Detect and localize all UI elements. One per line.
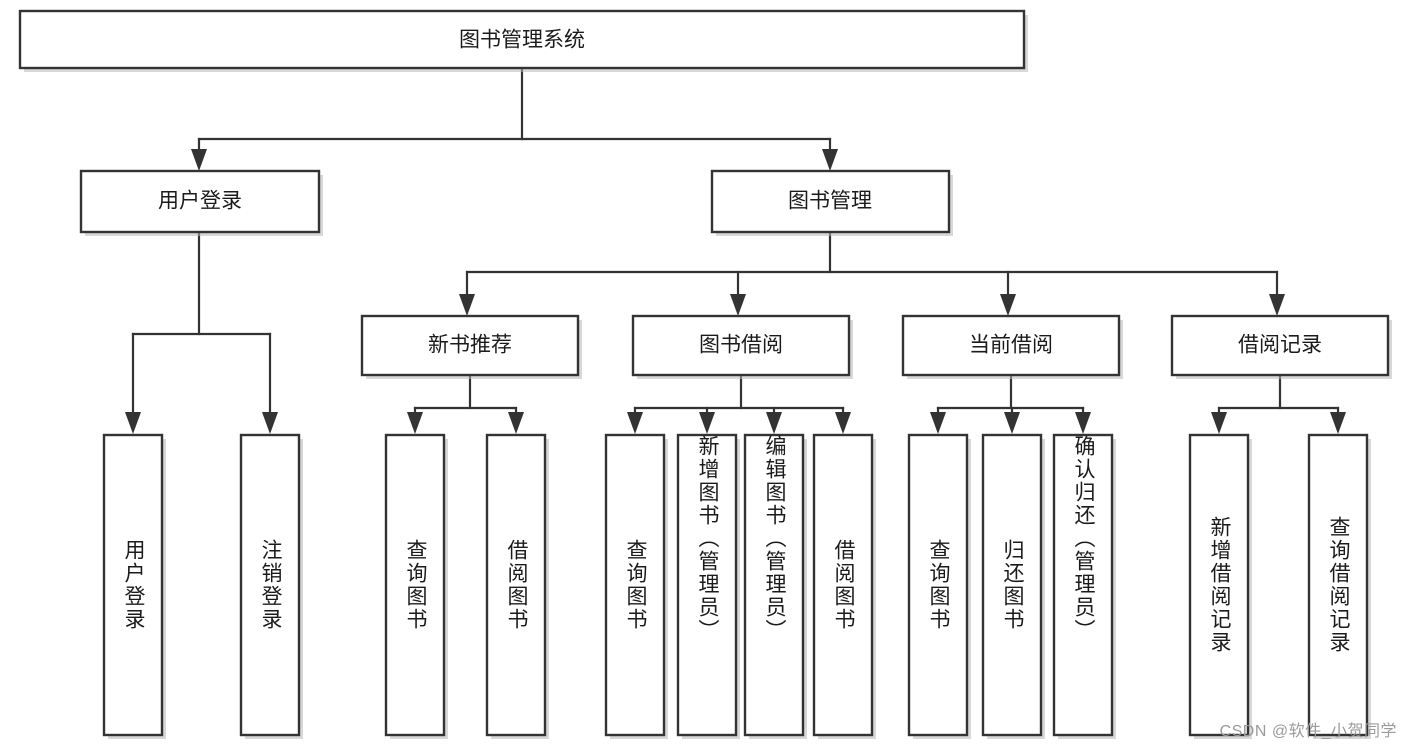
leaf-edit-book-box[interactable]	[743, 433, 805, 737]
arrow-to-leaf-return-book	[1004, 412, 1020, 434]
arrow-to-user-login	[191, 149, 207, 171]
arrow-to-current-borrow	[1000, 294, 1016, 316]
leaf-query-book-borrow-box[interactable]	[604, 433, 666, 737]
root-node-label: 图书管理系统	[459, 29, 585, 52]
arrow-to-leaf-query-borrow-record	[1330, 412, 1346, 434]
arrow-to-leaf-edit-book	[766, 412, 782, 434]
arrow-to-book-borrow	[730, 294, 746, 316]
leaf-borrow-book-box[interactable]	[812, 433, 874, 737]
leaf-add-book-box[interactable]	[676, 433, 738, 737]
new-book-recommend-node-box[interactable]	[360, 314, 580, 377]
arrow-to-leaf-borrow-book-recommend	[508, 412, 524, 434]
arrow-to-leaf-add-book	[699, 412, 715, 434]
arrow-to-new-book-recommend	[459, 294, 475, 316]
arrow-to-leaf-add-borrow-record	[1211, 412, 1227, 434]
root-node-box[interactable]	[18, 9, 1026, 70]
book-management-node-label: 图书管理	[788, 190, 872, 213]
leaf-user-login-box[interactable]	[102, 433, 164, 737]
connector-layer	[125, 66, 1346, 434]
leaf-confirm-return-box[interactable]	[1052, 433, 1114, 737]
book-borrow-node-box[interactable]	[631, 314, 851, 377]
arrow-to-leaf-borrow-book	[835, 412, 851, 434]
leaf-add-borrow-record-box[interactable]	[1188, 433, 1250, 737]
leaf-query-borrow-record-box[interactable]	[1307, 433, 1369, 737]
arrow-to-leaf-logout	[262, 412, 278, 434]
current-borrow-node-label: 当前借阅	[969, 334, 1053, 357]
arrow-to-leaf-query-book-current	[930, 412, 946, 434]
leaf-query-book-current-box[interactable]	[907, 433, 969, 737]
leaf-return-book-box[interactable]	[981, 433, 1043, 737]
arrow-to-borrow-record	[1269, 294, 1285, 316]
current-borrow-node-box[interactable]	[901, 314, 1121, 377]
arrow-to-leaf-query-book-borrow	[627, 412, 643, 434]
arrow-to-leaf-confirm-return	[1075, 412, 1091, 434]
leaf-query-book-recommend-box[interactable]	[384, 433, 446, 737]
book-management-node-box[interactable]	[710, 169, 951, 234]
node-layer: 图书管理系统 用户登录 图书管理 新书推荐 图书借阅 当前借阅 借阅记录	[18, 9, 1392, 739]
arrow-to-leaf-user-login	[125, 412, 141, 434]
user-login-node-label: 用户登录	[158, 190, 242, 213]
new-book-recommend-node-label: 新书推荐	[428, 334, 512, 357]
csdn-watermark: CSDN @软件_小贺同学	[1219, 723, 1397, 740]
borrow-record-node-label: 借阅记录	[1238, 334, 1322, 357]
book-borrow-node-label: 图书借阅	[699, 334, 783, 357]
arrow-to-book-management	[822, 149, 838, 171]
leaf-logout-box[interactable]	[239, 433, 301, 737]
user-login-node-box[interactable]	[79, 169, 321, 234]
arrow-to-leaf-query-book-recommend	[407, 412, 423, 434]
borrow-record-node-box[interactable]	[1170, 314, 1390, 377]
leaf-borrow-book-recommend-box[interactable]	[485, 433, 547, 737]
